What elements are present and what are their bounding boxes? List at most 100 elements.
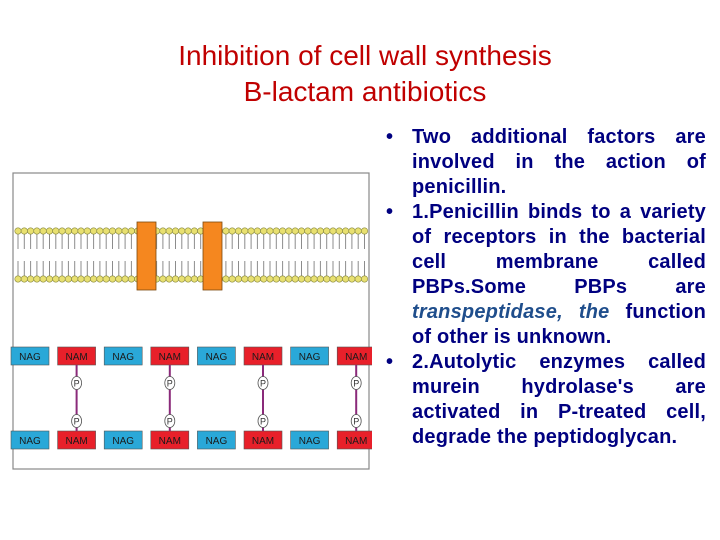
lipid-head: [279, 227, 287, 235]
lipid-head: [109, 227, 117, 235]
lipid-head: [342, 227, 350, 235]
lipid-head: [316, 227, 324, 235]
bullet-emphasis: transpeptidase, the: [412, 301, 610, 323]
lipid-head: [360, 227, 368, 235]
lipid-head: [159, 275, 167, 283]
lipid-head: [279, 275, 287, 283]
lipid-head: [27, 227, 35, 235]
lipid-head: [342, 275, 350, 283]
lipid-head: [115, 227, 123, 235]
lipid-head: [190, 275, 198, 283]
phosphate-label: P: [260, 379, 266, 389]
lipid-head: [45, 275, 53, 283]
lipid-head: [127, 275, 135, 283]
lipid-head: [266, 227, 274, 235]
lipid-head: [121, 275, 129, 283]
lipid-head: [178, 275, 186, 283]
bullet-text: function of other is unknown.: [412, 301, 706, 348]
phosphate-label: P: [353, 417, 359, 427]
lipid-head: [335, 227, 343, 235]
lipid-head: [109, 275, 117, 283]
lipid-head: [323, 275, 331, 283]
nag-label: NAG: [299, 436, 321, 447]
membrane-protein-pbp: [202, 221, 223, 291]
lipid-head: [272, 227, 280, 235]
lipid-head: [52, 227, 60, 235]
lipid-head: [39, 227, 47, 235]
phosphate-node: [71, 414, 82, 428]
lipid-head: [71, 227, 79, 235]
lipid-head: [291, 275, 299, 283]
lipid-head: [310, 227, 318, 235]
nag-label: NAG: [206, 436, 228, 447]
bullet-text: 2.Autolytic enzymes called murein hydrol…: [412, 351, 706, 448]
lipid-head: [260, 227, 268, 235]
nam-label: NAM: [252, 352, 274, 363]
lipid-head: [121, 227, 129, 235]
phosphate-label: P: [167, 379, 173, 389]
lipid-head: [285, 227, 293, 235]
nag-label: NAG: [206, 352, 228, 363]
nag-label: NAG: [19, 352, 41, 363]
lipid-head: [190, 227, 198, 235]
lipid-head: [241, 275, 249, 283]
nam-label: NAM: [345, 352, 367, 363]
lipid-head: [184, 227, 192, 235]
lipid-head: [335, 275, 343, 283]
lipid-head: [291, 227, 299, 235]
lipid-head: [235, 227, 243, 235]
lipid-head: [96, 275, 104, 283]
phosphate-label: P: [74, 379, 80, 389]
lipid-head: [241, 227, 249, 235]
nam-label: NAM: [159, 436, 181, 447]
membrane-protein-pbp: [136, 221, 157, 291]
bullet-item: Two additional factors are involved in t…: [380, 125, 706, 200]
nam-label: NAM: [252, 436, 274, 447]
nag-label: NAG: [19, 436, 41, 447]
lipid-head: [165, 275, 173, 283]
lipid-head: [297, 227, 305, 235]
lipid-head: [83, 275, 91, 283]
lipid-head: [304, 227, 312, 235]
phosphate-node: [164, 376, 176, 390]
nag-block: [10, 430, 50, 450]
lipid-head: [348, 227, 356, 235]
lipid-head: [52, 275, 60, 283]
nag-label: NAG: [299, 352, 321, 363]
title-line-1: Inhibition of cell wall synthesis: [178, 40, 552, 71]
lipid-head: [222, 275, 230, 283]
lipid-head: [329, 227, 337, 235]
phosphate-node: [257, 376, 269, 390]
lipid-head: [260, 275, 268, 283]
lipid-head: [253, 275, 261, 283]
lipid-head: [304, 275, 312, 283]
bullet-text: 1.Penicillin binds to a variety of recep…: [412, 201, 706, 298]
lipid-head: [172, 275, 180, 283]
lipid-head: [33, 227, 41, 235]
lipid-head: [235, 275, 243, 283]
lipid-head: [127, 227, 135, 235]
phosphate-node: [350, 376, 362, 390]
lipid-head: [348, 275, 356, 283]
lipid-head: [27, 275, 35, 283]
diagram-frame: [12, 172, 370, 470]
lipid-head: [285, 275, 293, 283]
lipid-head: [272, 275, 280, 283]
lipid-head: [90, 227, 98, 235]
lipid-head: [247, 275, 255, 283]
lipid-head: [354, 227, 362, 235]
lipid-head: [115, 275, 123, 283]
lipid-head: [64, 275, 72, 283]
lipid-head: [228, 227, 236, 235]
bullet-text: Two additional factors are involved in t…: [412, 126, 706, 198]
lipid-head: [58, 275, 66, 283]
lipid-head: [172, 227, 180, 235]
phosphate-node: [71, 376, 82, 390]
lipid-head: [45, 227, 53, 235]
phosphate-label: P: [167, 417, 173, 427]
lipid-head: [90, 275, 98, 283]
lipid-head: [33, 275, 41, 283]
